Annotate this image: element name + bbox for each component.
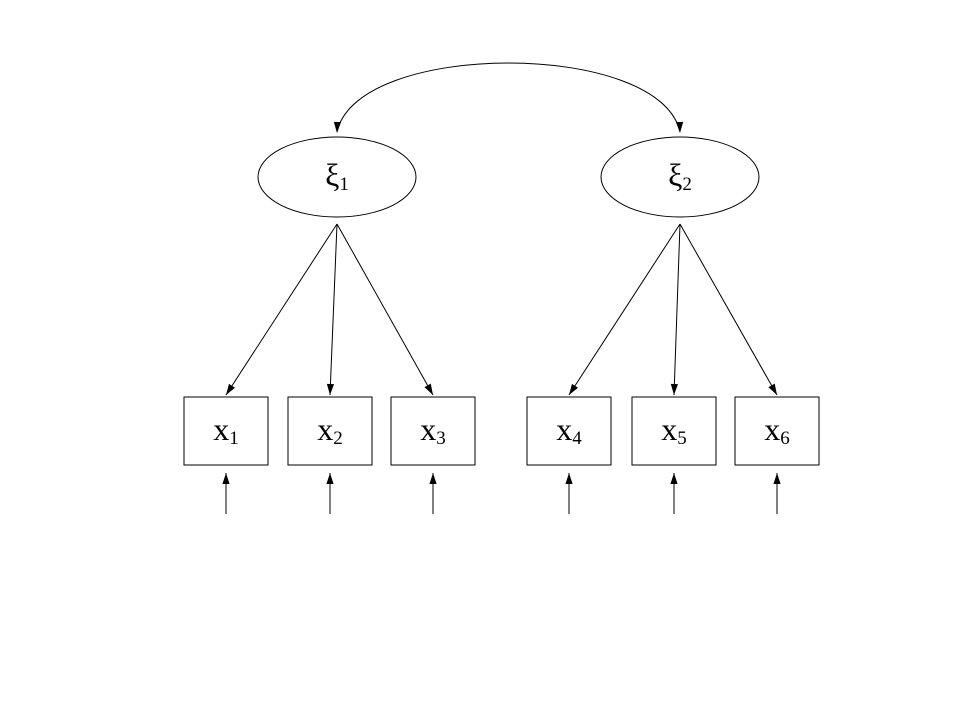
latent-xi1-symbol: ξ bbox=[325, 157, 339, 193]
latent-node-xi2: ξ2 bbox=[600, 136, 760, 218]
loading-arrowhead-x4 bbox=[569, 383, 579, 395]
observed-x5-label: x5 bbox=[661, 411, 687, 449]
observed-x4-symbol: x bbox=[556, 411, 572, 447]
loading-arrow-x2 bbox=[329, 223, 338, 396]
loading-arrowhead-x3 bbox=[424, 383, 433, 395]
latent-node-xi1: ξ1 bbox=[257, 136, 417, 218]
latent-xi1-label: ξ1 bbox=[325, 157, 349, 195]
edges-layer bbox=[222, 62, 781, 514]
latent-ellipse bbox=[257, 136, 417, 218]
observed-box bbox=[526, 396, 612, 466]
observed-x6-subscript: 6 bbox=[780, 428, 790, 449]
loading-arrow-x3 bbox=[336, 223, 434, 396]
observed-x3-symbol: x bbox=[420, 411, 436, 447]
observed-x1-label: x1 bbox=[213, 411, 239, 449]
loading-arrowhead-x2 bbox=[326, 383, 335, 395]
covariance-arc bbox=[336, 62, 681, 133]
observed-box bbox=[631, 396, 717, 466]
loading-arrowhead-x6 bbox=[768, 383, 777, 395]
loading-arrow-x6 bbox=[679, 223, 778, 396]
observed-box bbox=[287, 396, 373, 466]
loading-arrow-x1 bbox=[225, 223, 338, 396]
observed-x3-label: x3 bbox=[420, 411, 446, 449]
latent-xi2-symbol: ξ bbox=[668, 157, 682, 193]
error-arrowhead-x2 bbox=[326, 473, 334, 484]
observed-x2-subscript: 2 bbox=[333, 428, 343, 449]
loading-arrow-x5 bbox=[673, 223, 681, 396]
observed-x3-subscript: 3 bbox=[436, 428, 446, 449]
latent-xi1-subscript: 1 bbox=[339, 174, 349, 195]
observed-x4-label: x4 bbox=[556, 411, 582, 449]
observed-node-x3: x3 bbox=[390, 396, 476, 466]
error-arrowhead-x5 bbox=[670, 473, 678, 484]
error-arrowhead-x3 bbox=[429, 473, 437, 484]
error-arrowhead-x6 bbox=[773, 473, 781, 484]
observed-x4-subscript: 4 bbox=[572, 428, 582, 449]
observed-node-x4: x4 bbox=[526, 396, 612, 466]
error-arrowhead-x1 bbox=[222, 473, 230, 484]
loading-arrowhead-x1 bbox=[226, 383, 236, 395]
observed-node-x2: x2 bbox=[287, 396, 373, 466]
observed-box bbox=[390, 396, 476, 466]
observed-x6-symbol: x bbox=[764, 411, 780, 447]
observed-node-x6: x6 bbox=[734, 396, 820, 466]
observed-x1-subscript: 1 bbox=[229, 428, 239, 449]
observed-x5-subscript: 5 bbox=[677, 428, 687, 449]
latent-ellipse bbox=[600, 136, 760, 218]
covariance-arrowhead-left bbox=[333, 121, 342, 133]
latent-xi2-subscript: 2 bbox=[682, 174, 692, 195]
loading-arrow-x4 bbox=[568, 223, 681, 396]
observed-x6-label: x6 bbox=[764, 411, 790, 449]
covariance-arrowhead-right bbox=[675, 121, 684, 133]
observed-x1-symbol: x bbox=[213, 411, 229, 447]
observed-x2-symbol: x bbox=[317, 411, 333, 447]
observed-node-x1: x1 bbox=[183, 396, 269, 466]
observed-x5-symbol: x bbox=[661, 411, 677, 447]
error-arrowhead-x4 bbox=[565, 473, 573, 484]
loading-arrowhead-x5 bbox=[670, 383, 678, 395]
observed-x2-label: x2 bbox=[317, 411, 343, 449]
latent-xi2-label: ξ2 bbox=[668, 157, 692, 195]
observed-box bbox=[183, 396, 269, 466]
observed-node-x5: x5 bbox=[631, 396, 717, 466]
observed-box bbox=[734, 396, 820, 466]
